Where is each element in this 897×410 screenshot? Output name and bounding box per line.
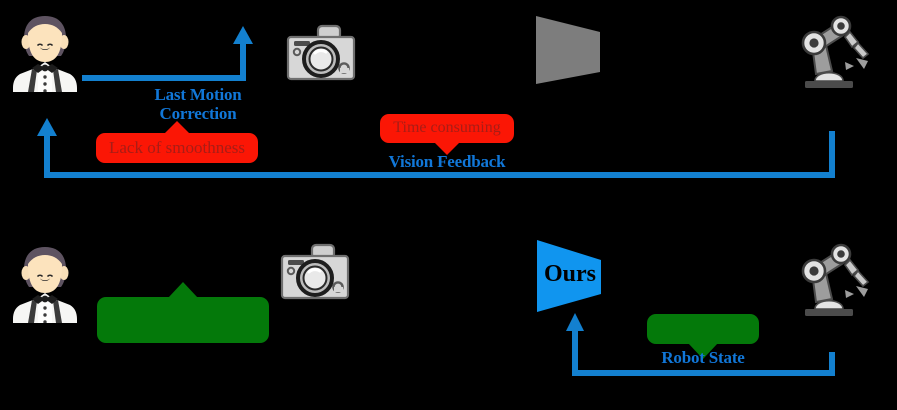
callout-time-consuming: Time consuming [380,114,514,155]
camera-icon [285,24,357,82]
edge-label-last-motion-correction: Last Motion Correction [154,85,242,124]
camera-icon [279,243,351,301]
callout-benefit-right [647,314,759,359]
callout-tail-up [164,121,190,134]
callout-benefit-left [97,282,269,343]
callout-time-consuming-text: Time consuming [393,119,501,137]
arrow-operator-to-camera [82,26,253,81]
trapezoid-ours-icon: Ours [535,238,605,314]
edge-label-vision-feedback: Vision Feedback [388,152,506,171]
person-avatar-icon [8,237,82,323]
edge-label-robot-state: Robot State [661,348,745,367]
callout-tail-up [168,282,198,298]
callout-tail-down [688,343,718,359]
callout-lack-of-smoothness-text: Lack of smoothness [109,138,245,158]
trapezoid-network-icon [534,14,602,86]
robot-arm-icon [788,10,876,90]
robot-arm-icon [788,238,876,318]
callout-tail-down [434,142,460,155]
callout-lack-of-smoothness: Lack of smoothness [96,121,258,163]
person-avatar-icon [8,6,82,92]
